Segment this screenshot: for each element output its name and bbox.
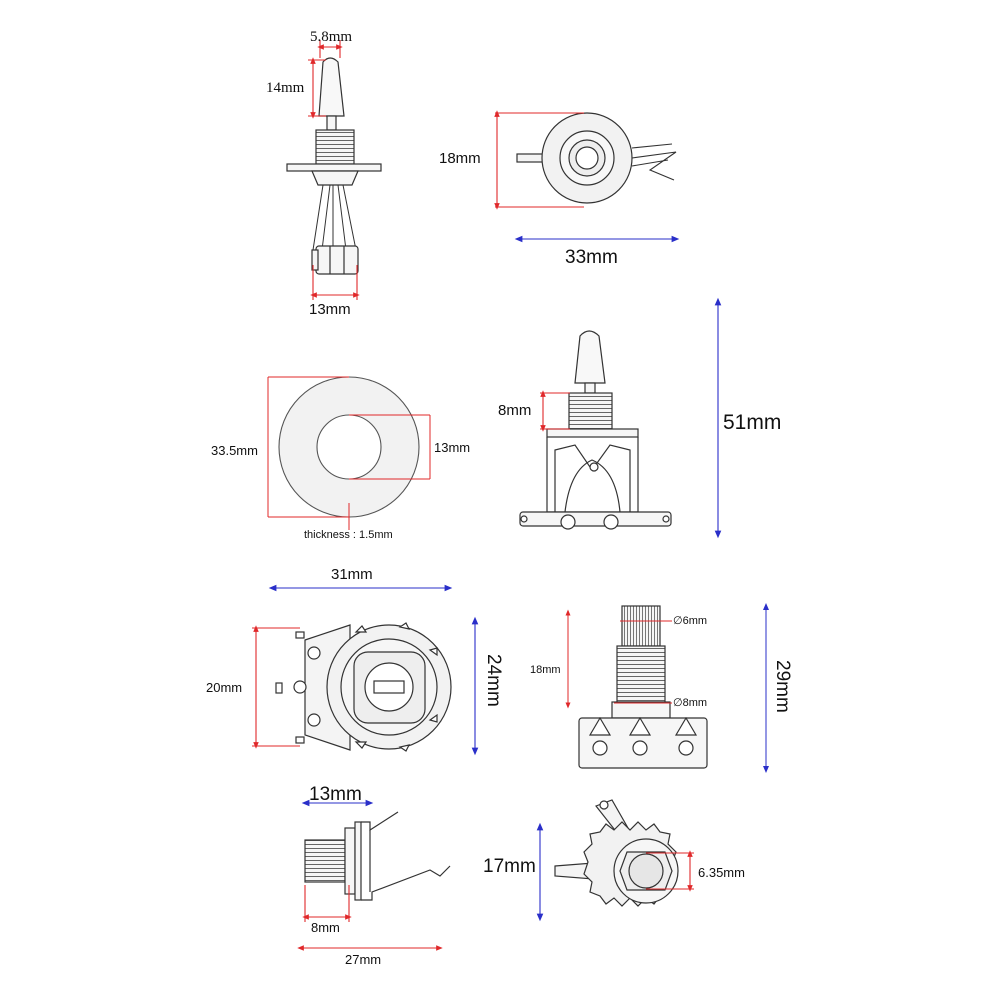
jack-front-view — [554, 799, 679, 907]
jack-bore-label: 6.35mm — [698, 865, 745, 880]
washer-dims — [267, 376, 431, 530]
jack-thread-label: 8mm — [311, 920, 340, 935]
pot-width-label: 31mm — [331, 566, 373, 583]
toggle-total-height-label: 51mm — [723, 411, 782, 434]
toggle-tip-width-label: 5.8mm — [310, 29, 353, 45]
pot-side-dims — [565, 603, 769, 773]
pot-shaft-dia-label: ∅6mm — [673, 615, 708, 627]
toggle-base-width-label: 13mm — [309, 301, 351, 318]
pot-lug-span-label: 20mm — [206, 680, 243, 695]
toggle-front-view — [519, 330, 672, 530]
pot-bushing-height-label: 18mm — [530, 664, 561, 676]
toggle-bushing-label: 8mm — [498, 402, 532, 419]
washer-hole-label: 13mm — [434, 440, 471, 455]
jack-plate-height-label: 17mm — [483, 856, 536, 877]
switch-top-width-label: 33mm — [565, 247, 618, 268]
toggle-side-view — [286, 57, 382, 275]
washer-diameter-label: 33.5mm — [211, 443, 258, 458]
jack-front-dims — [536, 822, 694, 922]
pot-bushing-dia-label: ∅8mm — [673, 697, 708, 709]
pot-rear-view — [275, 622, 452, 752]
jack-side-view — [304, 811, 451, 901]
washer-thickness-label: thickness : 1.5mm — [304, 529, 393, 541]
pot-side-view — [578, 605, 708, 769]
toggle-front-dims — [540, 297, 722, 539]
jack-body-width-label: 13mm — [309, 784, 362, 805]
pot-rear-dims — [252, 584, 479, 756]
pot-total-height-label: 29mm — [772, 660, 793, 713]
jack-side-dims — [297, 799, 443, 951]
toggle-side-dims — [308, 40, 360, 300]
toggle-top-dims — [494, 110, 680, 243]
pot-diameter-label: 24mm — [483, 654, 504, 707]
switch-top-height-label: 18mm — [439, 150, 481, 167]
washer — [278, 376, 420, 518]
jack-length-label: 27mm — [345, 952, 382, 967]
toggle-tip-height-label: 14mm — [266, 80, 305, 96]
toggle-top-view — [516, 112, 677, 204]
